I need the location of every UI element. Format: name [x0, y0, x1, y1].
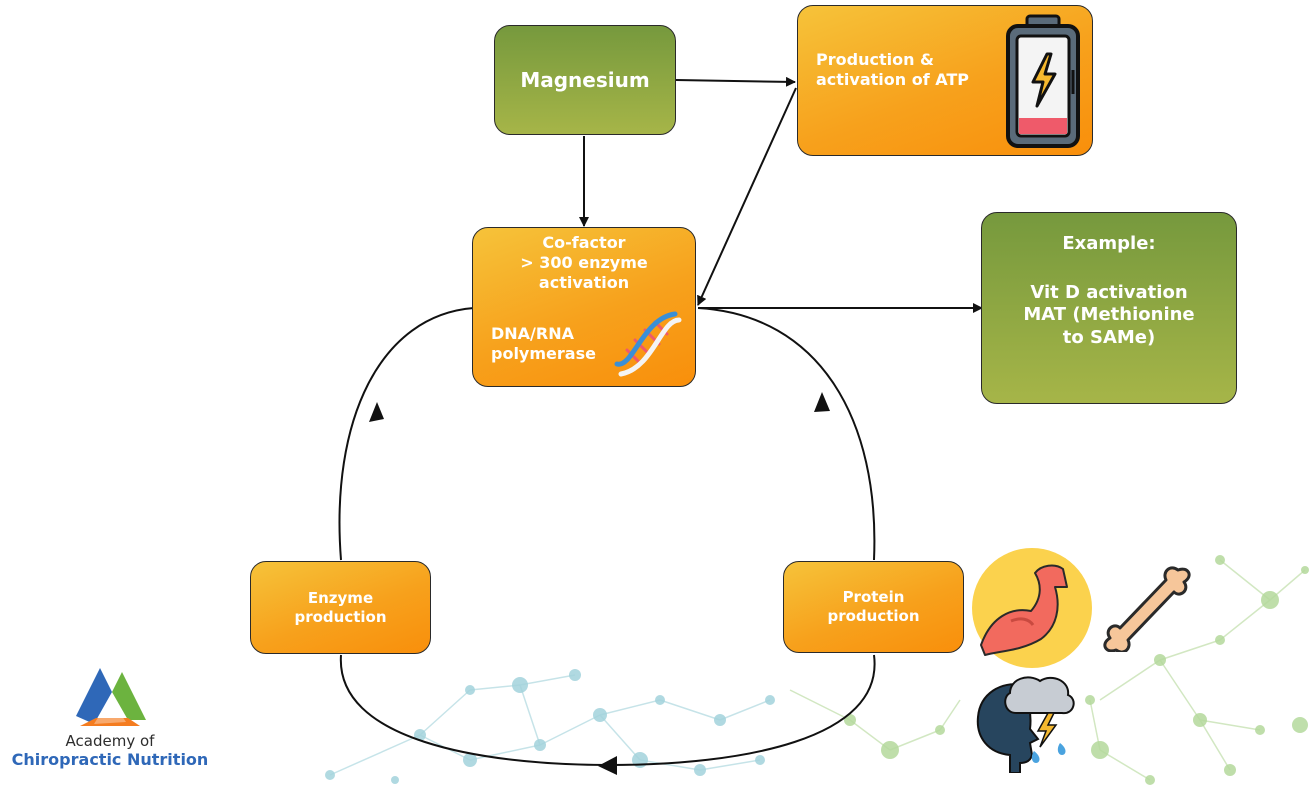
bone-icon [1103, 566, 1191, 652]
example-line-3: to SAMe) [1062, 326, 1156, 348]
arrow-atp-to-cofactor [697, 87, 797, 306]
cofactor-node[interactable]: Co-factor > 300 enzyme activation DNA/RN… [472, 227, 696, 387]
flexed-arm-icon [972, 548, 1092, 668]
logo-line-2: Chiropractic Nutrition [11, 750, 209, 769]
battery-icon [1006, 14, 1080, 148]
example-line-1: Vit D activation [1030, 281, 1188, 303]
dna-icon [614, 311, 682, 377]
protein-production-node[interactable]: Protein production [783, 561, 964, 653]
enzyme-label-line-2: production [294, 607, 387, 626]
protein-label-line-1: Protein [842, 588, 905, 607]
cofactor-sub-line-1: DNA/RNA [491, 324, 574, 343]
example-line-2: MAT (Methionine [1023, 304, 1195, 325]
atp-label-line-2: activation of ATP [816, 70, 970, 89]
head-storm-icon [976, 676, 1075, 773]
enzyme-label-line-1: Enzyme [307, 588, 374, 607]
cycle-bottom-arc [339, 654, 876, 767]
atp-label-line-1: Production & [816, 50, 934, 69]
cofactor-label-line-3: activation [538, 273, 630, 292]
cofactor-sub-label: DNA/RNA polymerase [491, 324, 596, 364]
cofactor-label-line-2: > 300 enzyme [520, 253, 648, 272]
enzyme-production-node[interactable]: Enzyme production [250, 561, 431, 654]
example-title: Example: [1062, 233, 1156, 254]
example-node[interactable]: Example: Vit D activation MAT (Methionin… [981, 212, 1237, 404]
cycle-right-arc [697, 307, 876, 561]
cycle-left-arrowhead [369, 402, 384, 422]
magnesium-node[interactable]: Magnesium [494, 25, 676, 135]
magnesium-label: Magnesium [520, 67, 650, 92]
atp-node[interactable]: Production & activation of ATP [797, 5, 1093, 156]
cofactor-sub-line-2: polymerase [491, 344, 596, 363]
arrow-magnesium-to-atp [675, 76, 796, 87]
cofactor-label-line-1: Co-factor [542, 233, 626, 252]
protein-label-line-2: production [827, 607, 920, 625]
logo-line-1: Academy of [65, 732, 155, 750]
cycle-bottom-arrowhead [598, 756, 617, 775]
cycle-left-arc [338, 307, 475, 561]
academy-logo-text: Academy of Chiropractic Nutrition [10, 732, 210, 769]
cycle-right-arrowhead [814, 392, 830, 412]
academy-logo-icon [76, 668, 146, 726]
